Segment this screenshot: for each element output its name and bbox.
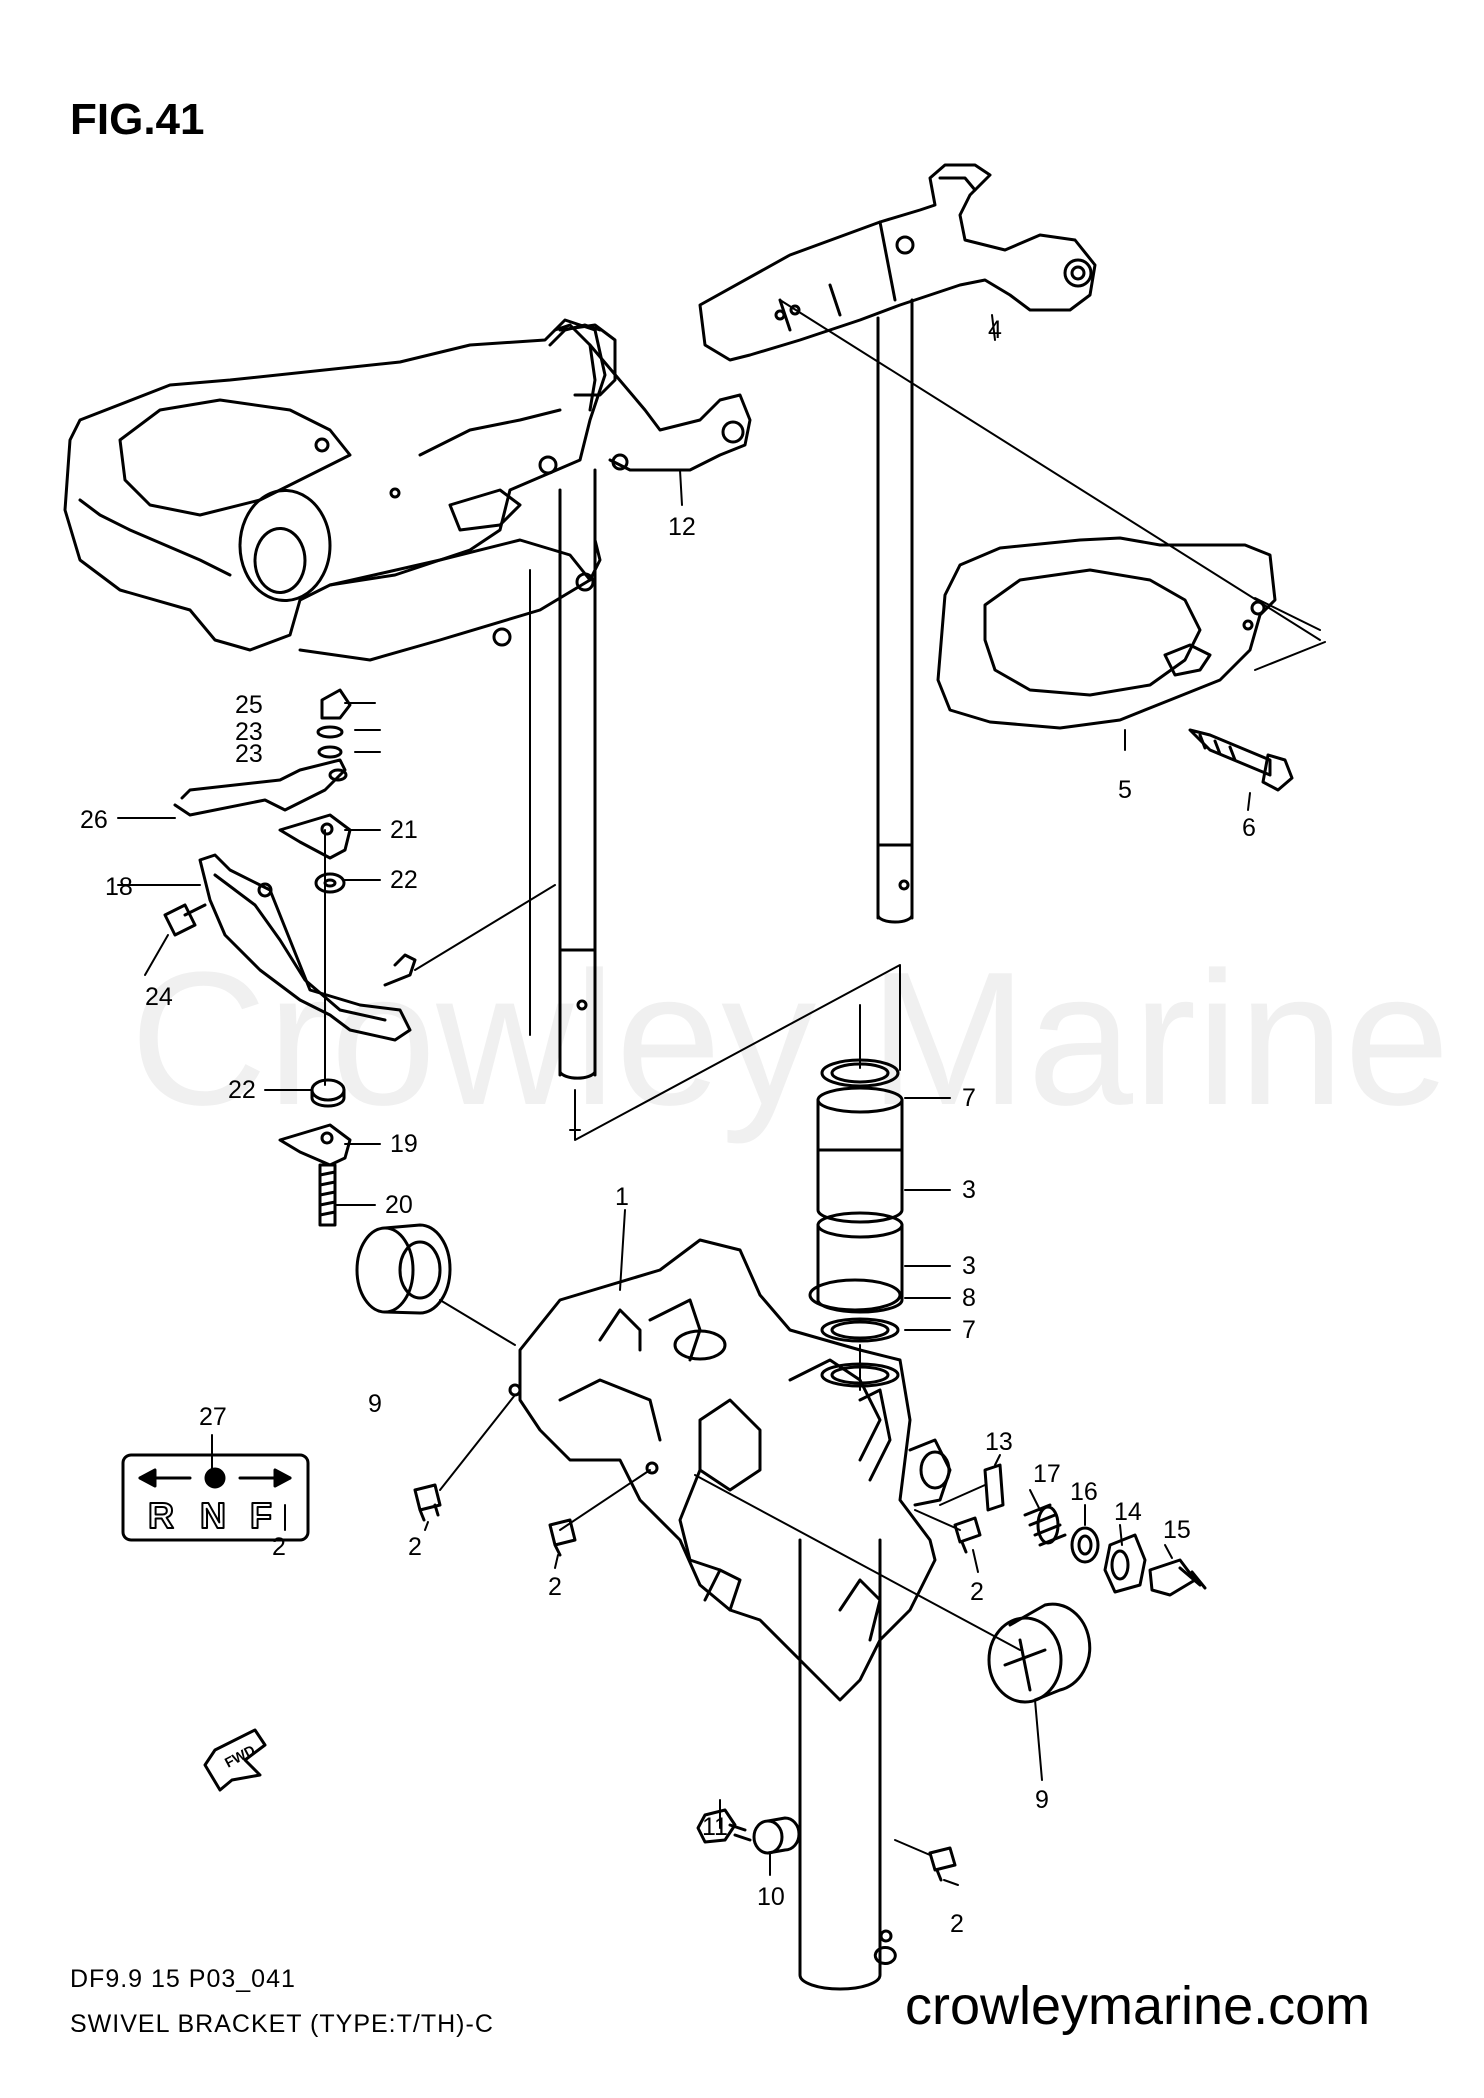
badge-letter-f: F	[250, 1495, 272, 1536]
callout-24: 24	[145, 983, 173, 1011]
figure-caption: SWIVEL BRACKET (TYPE:T/TH)-C	[70, 2010, 494, 2038]
tilt-shaft-left	[558, 468, 597, 1080]
badge-letter-r: R	[148, 1495, 174, 1536]
bushing-stack	[816, 1058, 904, 1388]
website-label: crowleymarine.com	[905, 1976, 1371, 2036]
callout-14: 14	[1114, 1498, 1142, 1526]
callout-1: 1	[615, 1183, 629, 1211]
tilt-lock-parts-18-26	[163, 688, 417, 1227]
callout-3b: 3	[962, 1252, 976, 1280]
callout-18: 18	[105, 873, 133, 901]
callout-numbers: 1 2 2 2 2 2 3 3 4 5 6 7 7 8 9 9 10 11 12…	[80, 316, 1256, 1938]
callout-25: 25	[235, 691, 263, 719]
callout-9a: 9	[368, 1390, 382, 1418]
callout-2c: 2	[970, 1578, 984, 1606]
callout-26: 26	[80, 806, 108, 834]
leader-lines	[324, 299, 1326, 1856]
callout-23b: 23	[235, 740, 263, 768]
callout-16: 16	[1070, 1478, 1098, 1506]
callout-20: 20	[385, 1191, 413, 1219]
callout-3a: 3	[962, 1176, 976, 1204]
watermark: Crowley Marine	[130, 933, 1450, 1145]
callout-19: 19	[390, 1130, 418, 1158]
callout-13: 13	[985, 1428, 1013, 1456]
callout-2b: 2	[548, 1573, 562, 1601]
callout-21: 21	[390, 816, 418, 844]
callout-11: 11	[702, 1813, 728, 1841]
callout-22a: 22	[390, 866, 418, 894]
grease-nipples-part-2	[413, 1483, 982, 1882]
cover-plate-part-5	[936, 536, 1277, 730]
bushing-part-9-left	[355, 1223, 452, 1315]
callout-12: 12	[668, 513, 696, 541]
bushing-part-9-right	[987, 1602, 1092, 1704]
callout-2a: 2	[408, 1533, 422, 1561]
callout-15: 15	[1163, 1516, 1191, 1544]
callout-17: 17	[1033, 1460, 1061, 1488]
stopper-parts-13-17	[983, 1463, 1207, 1597]
callout-7a: 7	[962, 1084, 976, 1112]
callout-4: 4	[988, 316, 1002, 344]
callout-6: 6	[1242, 814, 1256, 842]
callout-22b: 22	[228, 1076, 256, 1104]
callout-7b: 7	[962, 1316, 976, 1344]
steering-arm-part-4	[698, 163, 1097, 362]
callout-ticks	[117, 314, 1251, 1886]
callout-2e: 2	[272, 1533, 286, 1561]
tilt-shaft-right	[876, 298, 914, 924]
swivel-frame-upper	[63, 318, 752, 662]
callout-23a: 23	[235, 718, 263, 746]
direction-badge: R N F 27	[121, 1403, 310, 1542]
fwd-arrow-icon: FWD	[203, 1728, 267, 1792]
parts-10-11	[696, 1808, 801, 1855]
swivel-bracket-part-1	[508, 1238, 952, 1991]
model-code: DF9.9 15 P03_041	[70, 1965, 296, 1993]
bolt-part-6	[1188, 728, 1294, 792]
callout-9b: 9	[1035, 1786, 1049, 1814]
callout-2d: 2	[950, 1910, 964, 1938]
callout-27: 27	[199, 1403, 227, 1431]
callout-5: 5	[1118, 776, 1132, 804]
figure-title: FIG.41	[70, 95, 205, 144]
callout-8: 8	[962, 1284, 976, 1312]
callout-10: 10	[757, 1883, 785, 1911]
badge-letter-n: N	[200, 1495, 226, 1536]
